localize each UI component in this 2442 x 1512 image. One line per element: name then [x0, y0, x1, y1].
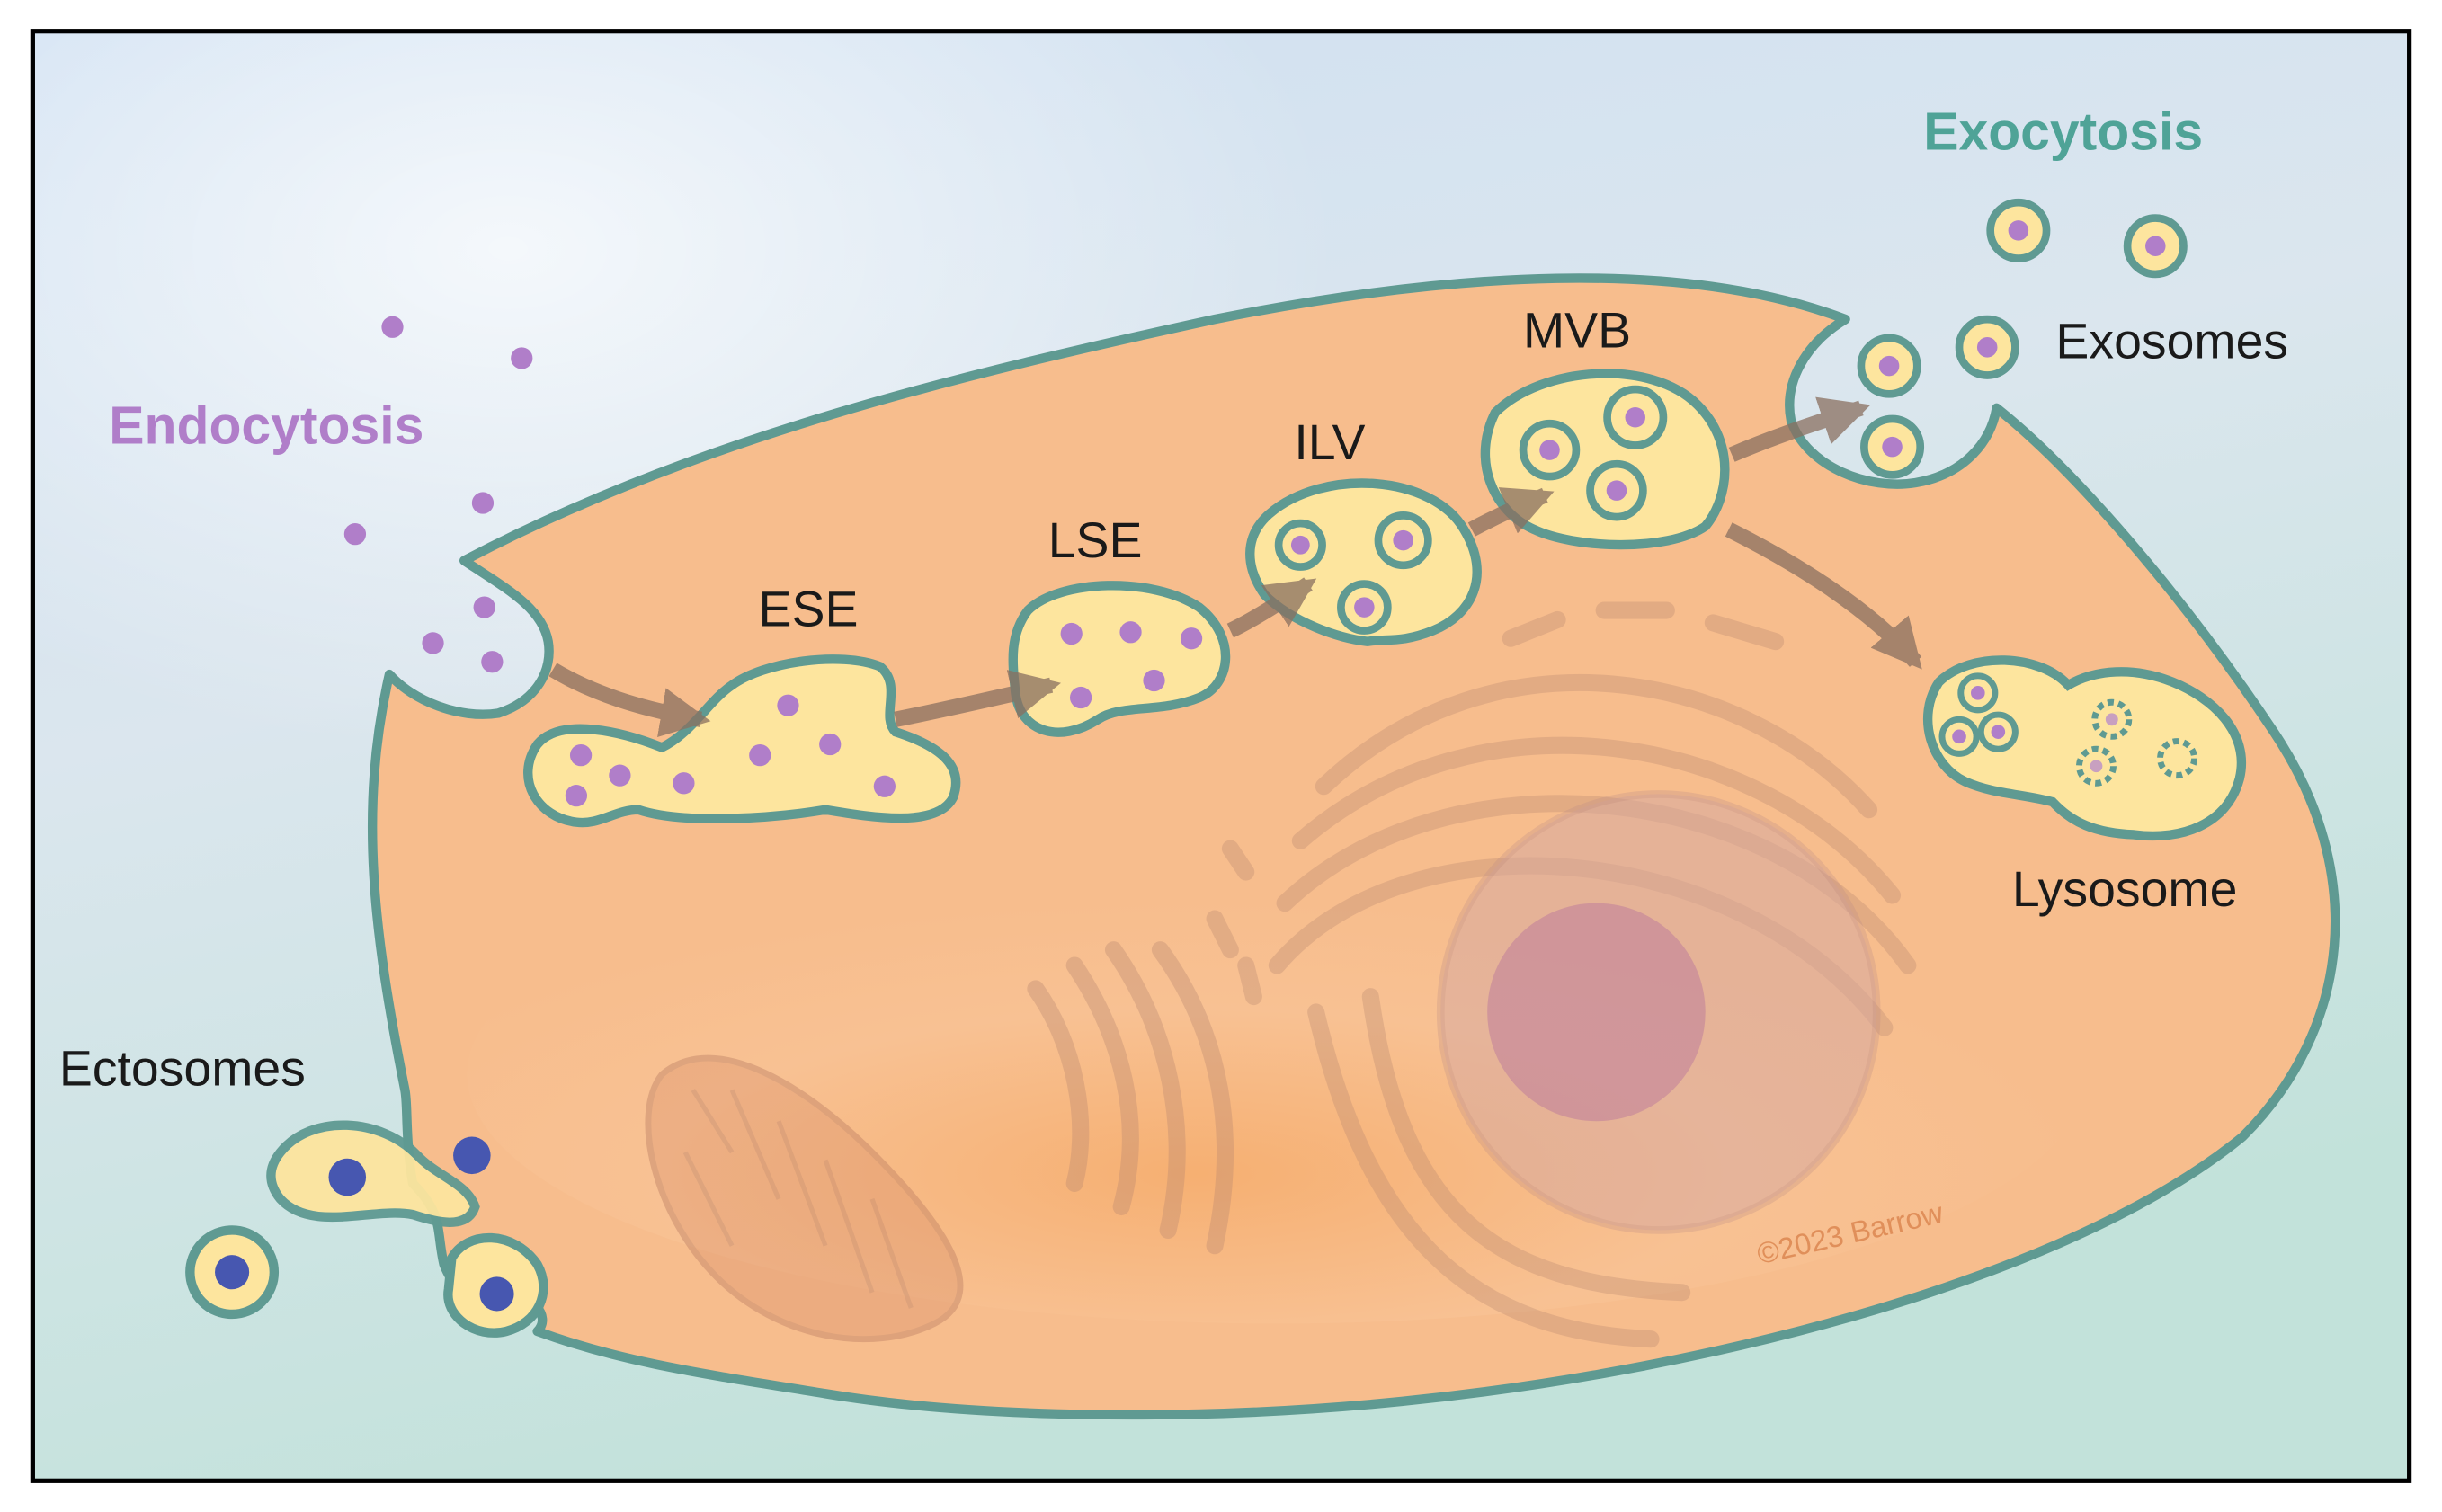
ectosomes-label: Ectosomes: [59, 1040, 306, 1096]
frame-border: [30, 29, 2412, 1483]
multivesicular-body: [1480, 369, 1730, 550]
nucleus: [1436, 790, 1881, 1234]
nucleolus: [1487, 903, 1706, 1122]
mitochondrion: [645, 1054, 964, 1343]
ilv-label: ILV: [1294, 414, 1365, 470]
golgi-apparatus: [1027, 941, 1234, 1255]
mvb-label: MVB: [1523, 302, 1631, 358]
endocytosis-cargo: [343, 316, 533, 673]
endocytosis-label: Endocytosis: [109, 397, 423, 456]
ese-label: ESE: [759, 581, 859, 636]
lysosome: [1922, 655, 2246, 841]
exocytosis-label: Exocytosis: [1923, 102, 2203, 161]
lse-label: LSE: [1048, 512, 1143, 568]
ectosomes: [185, 1120, 548, 1338]
lysosome-label: Lysosome: [2012, 861, 2237, 917]
exosome-vesicles: [1857, 198, 2188, 479]
exosomes-label: Exosomes: [2055, 313, 2288, 369]
trafficking-arrows: [548, 396, 1922, 737]
